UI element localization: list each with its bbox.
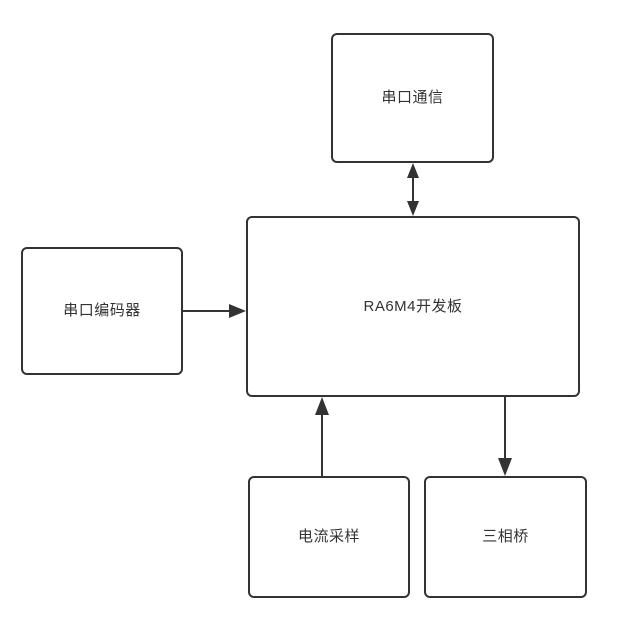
arrow-head-right	[229, 304, 246, 318]
node-serial-encoder[interactable]: 串口编码器	[21, 247, 183, 375]
edge-serial-comm-mcu	[407, 163, 419, 216]
node-three-phase-bridge[interactable]: 三相桥	[424, 476, 587, 598]
arrow-head-down	[498, 458, 512, 476]
arrow-head-up	[315, 397, 329, 415]
node-current-sample-label: 电流采样	[297, 528, 360, 545]
node-current-sample[interactable]: 电流采样	[248, 476, 410, 598]
node-serial-comm[interactable]: 串口通信	[331, 33, 494, 163]
edge-encoder-mcu	[183, 304, 246, 318]
edge-current-mcu	[315, 397, 329, 476]
node-mcu-board-label: RA6M4开发板	[363, 297, 463, 315]
node-serial-comm-label: 串口通信	[381, 89, 444, 106]
arrow-head-up	[407, 163, 419, 178]
edge-mcu-bridge	[498, 397, 512, 476]
node-mcu-board[interactable]: RA6M4开发板	[246, 216, 580, 397]
arrow-head-down	[407, 201, 419, 216]
node-serial-encoder-label: 串口编码器	[63, 302, 141, 319]
node-three-phase-bridge-label: 三相桥	[482, 528, 529, 545]
